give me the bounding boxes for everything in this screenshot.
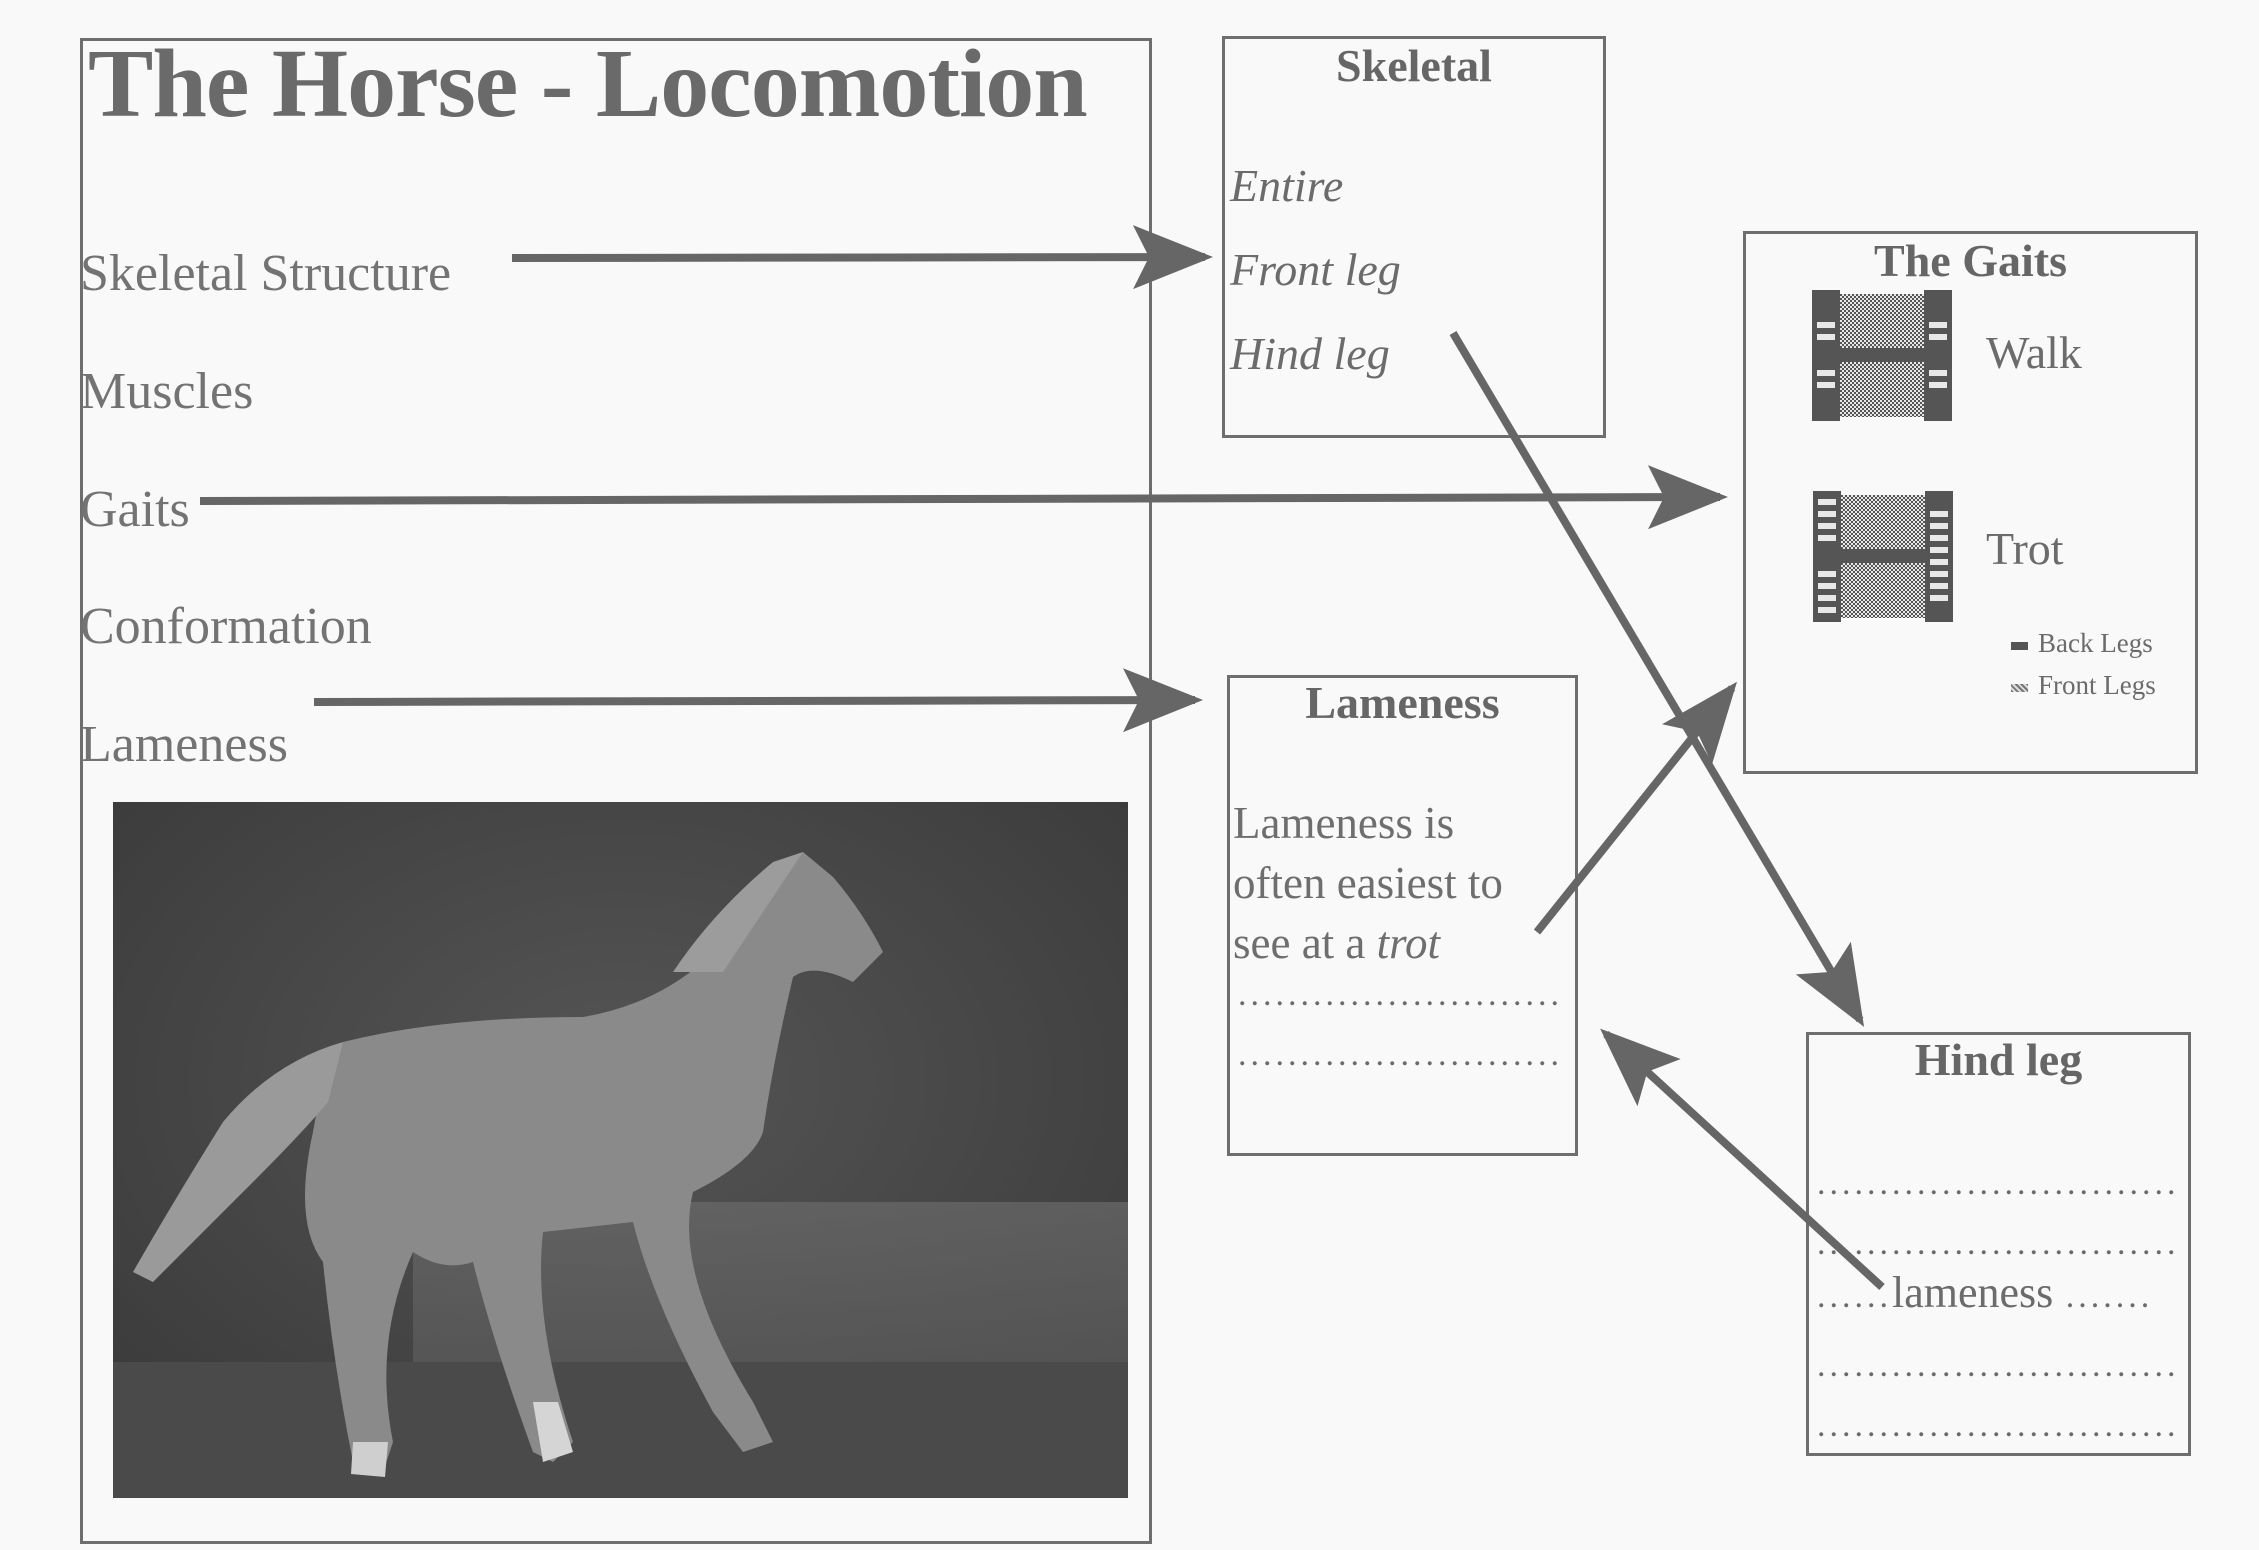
hind-leg-word-lameness: lameness [1892, 1268, 2054, 1317]
lameness-answer-line-1[interactable]: .......................... [1238, 976, 1558, 1013]
lameness-title: Lameness [1305, 677, 1500, 728]
lameness-text-line-2: often easiest to [1233, 858, 1503, 908]
gait-walk-label[interactable]: Walk [1986, 327, 2082, 378]
back-legs-swatch-icon [2011, 641, 2028, 650]
skeletal-title: Skeletal [1336, 40, 1492, 91]
menu-item-skeletal-structure[interactable]: Skeletal Structure [80, 245, 452, 302]
front-legs-swatch-icon [2011, 683, 2028, 692]
legend-back-legs-label: Back Legs [2038, 628, 2153, 658]
main-panel [80, 38, 1152, 1544]
hind-leg-line-3[interactable]: ......lameness ....... [1817, 1267, 2153, 1318]
lameness-text-line-1: Lameness is [1233, 798, 1455, 848]
menu-item-muscles[interactable]: Muscles [80, 363, 254, 420]
menu-item-lameness[interactable]: Lameness [80, 716, 288, 773]
gaits-title: The Gaits [1874, 235, 2067, 286]
trot-gait-pattern-icon [1813, 491, 1953, 622]
hind-leg-panel: Hind leg .............................. … [1806, 1032, 2191, 1456]
skeletal-item-entire[interactable]: Entire [1230, 160, 1344, 211]
horse-photo [113, 802, 1128, 1498]
skeletal-panel: Skeletal Entire Front leg Hind leg [1222, 36, 1606, 438]
legend-back-legs: Back Legs [2011, 628, 2153, 659]
lameness-answer-line-2[interactable]: .......................... [1238, 1036, 1558, 1073]
menu-item-gaits[interactable]: Gaits [80, 481, 190, 538]
lameness-text-trot: trot [1376, 918, 1441, 968]
hind-leg-line-1[interactable]: .............................. [1817, 1165, 2177, 1202]
menu-item-conformation[interactable]: Conformation [80, 598, 372, 655]
legend-front-legs-label: Front Legs [2038, 670, 2156, 700]
legend-front-legs: Front Legs [2011, 670, 2156, 701]
horse-illustration-icon [113, 802, 1128, 1498]
hind-leg-line-3-suffix: ....... [2053, 1278, 2154, 1315]
skeletal-item-hind-leg[interactable]: Hind leg [1230, 328, 1390, 379]
walk-gait-pattern-icon [1812, 290, 1952, 421]
gait-trot-label[interactable]: Trot [1986, 523, 2064, 574]
lameness-panel: Lameness Lameness is often easiest to se… [1227, 675, 1578, 1156]
lameness-text-line-3: see at a trot [1233, 913, 1440, 973]
hind-leg-line-3-prefix: ...... [1817, 1278, 1892, 1315]
hind-leg-line-5[interactable]: .............................. [1817, 1407, 2177, 1444]
hind-leg-line-2[interactable]: .............................. [1817, 1225, 2177, 1262]
page-title: The Horse - Locomotion [88, 30, 1088, 138]
skeletal-item-front-leg[interactable]: Front leg [1230, 244, 1401, 295]
hind-leg-title: Hind leg [1914, 1034, 2083, 1085]
lameness-text-prefix: see at a [1233, 918, 1377, 968]
hind-leg-line-4[interactable]: .............................. [1817, 1347, 2177, 1384]
